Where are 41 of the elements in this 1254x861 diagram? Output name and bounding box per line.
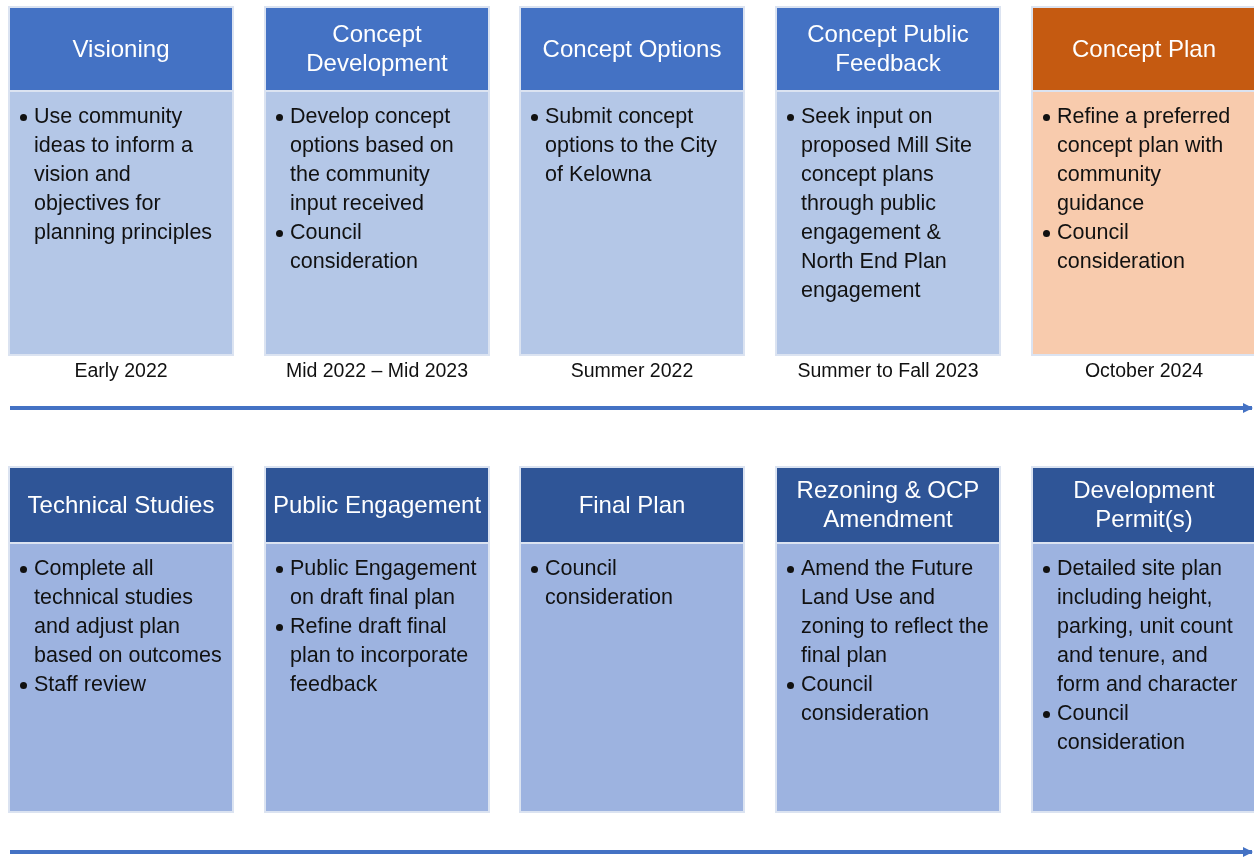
date-label: Summer 2022: [569, 359, 695, 382]
process-card: [775, 6, 1001, 356]
card-header: Public Engagement: [266, 468, 488, 544]
bullet-text: Council consideration: [290, 219, 419, 275]
bullet-text: Refine a preferred concept plan with community guidance: [1057, 103, 1232, 217]
date-label: Mid 2022 – Mid 2023: [284, 359, 470, 382]
card-header: Concept Options: [521, 8, 743, 92]
card-header: Concept Public Feedback: [777, 8, 999, 92]
bullet-text: Submit concept options to the City of Kelowna: [545, 103, 719, 188]
date-label: October 2024: [1083, 359, 1205, 382]
bullet-text: Detailed site plan including height, parking, unit count and tenure, and form and character: [1057, 555, 1239, 698]
bullet-text: Staff review: [34, 671, 147, 698]
process-card: [775, 466, 1001, 813]
bullet-text: Use community ideas to inform a vision and objectives for planning principles: [34, 103, 214, 246]
bullet-text: Amend the Future Land Use and zoning to reflect the final plan: [801, 555, 990, 669]
process-card: [8, 466, 234, 813]
bullet-text: Public Engagement on draft final plan: [290, 555, 478, 611]
bullet-text: Develop concept options based on the community input received: [290, 103, 455, 217]
process-card: [519, 6, 745, 356]
bullet-text: Council consideration: [1057, 700, 1186, 756]
card-header: Development Permit(s): [1033, 468, 1254, 544]
date-label: Early 2022: [73, 359, 169, 382]
process-card: [519, 466, 745, 813]
process-card: [1031, 6, 1254, 356]
bullet-text: Seek input on proposed Mill Site concept plans through public engagement & North End Plan engagement: [801, 103, 973, 304]
bullet-text: Council consideration: [1057, 219, 1186, 275]
card-header: Final Plan: [521, 468, 743, 544]
card-header: Rezoning & OCP Amendment: [777, 468, 999, 544]
card-header: Visioning: [10, 8, 232, 92]
date-label: Summer to Fall 2023: [796, 359, 980, 382]
card-header: Technical Studies: [10, 468, 232, 544]
process-card: [8, 6, 234, 356]
card-header: Concept Development: [266, 8, 488, 92]
card-header: Concept Plan: [1033, 8, 1254, 92]
process-card: [264, 466, 490, 813]
bullet-text: Complete all technical studies and adjust plan based on outcomes: [34, 555, 223, 669]
bullet-text: Council consideration: [545, 555, 674, 611]
bullet-text: Council consideration: [801, 671, 930, 727]
process-card: [264, 6, 490, 356]
process-card: [1031, 466, 1254, 813]
bullet-text: Refine draft final plan to incorporate feedback: [290, 613, 470, 698]
